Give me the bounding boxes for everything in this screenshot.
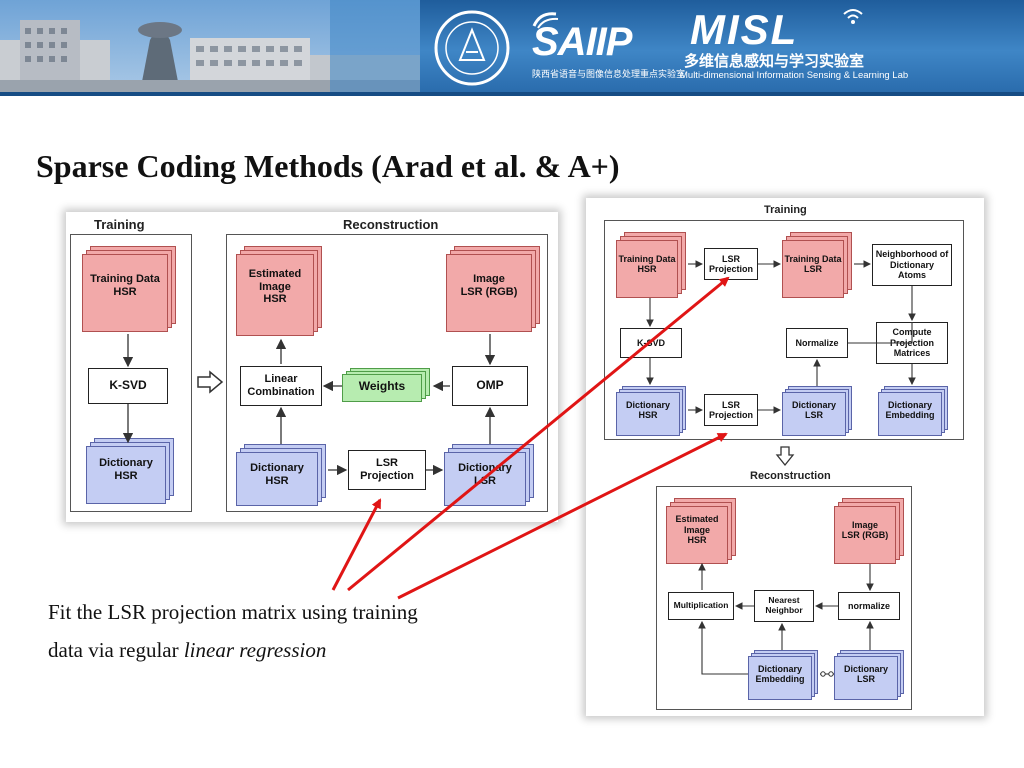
campus-photo <box>0 0 420 92</box>
annotation-line-2-prefix: data via regular <box>48 638 184 662</box>
training-data-lsr-doc: Training Data LSR <box>782 232 854 298</box>
image-lsr-right-doc: Image LSR (RGB) <box>834 498 906 564</box>
saiip-logo: SAIIP <box>532 20 632 64</box>
weights-doc: Weights <box>342 368 432 402</box>
misl-logo: MISL <box>690 6 799 53</box>
header-divider <box>0 92 1024 96</box>
dictionary-embedding-label: Dictionary Embedding <box>885 399 935 420</box>
dictionary-hsr-right-doc: Dictionary HSR <box>616 386 688 436</box>
training-to-reconstruction-arrow-icon <box>197 370 224 394</box>
reconstruction-label-right: Reconstruction <box>750 470 831 482</box>
normalize-lower-box: normalize <box>838 592 900 620</box>
annotation-line-1: Fit the LSR projection matrix using trai… <box>48 600 418 624</box>
weights-label: Weights <box>358 379 406 394</box>
multiplication-box: Multiplication <box>668 592 734 620</box>
estimated-image-right-doc: Estimated Image HSR <box>666 498 738 564</box>
dictionary-hsr-recon-doc: Dictionary HSR <box>236 444 328 506</box>
saiip-mark-icon <box>532 12 559 29</box>
neighborhood-box: Neighborhood of Dictionary Atoms <box>872 244 952 286</box>
estimated-image-right-label: Estimated Image HSR <box>675 514 719 546</box>
dictionary-lsr-lower-label: Dictionary LSR <box>843 663 888 684</box>
lsr-projection-bottom-box: LSR Projection <box>704 394 758 426</box>
header-banner: SAIIP 陕西省语音与图像信息处理重点实验室 MISL 多维信息感知与学习实验… <box>0 0 1024 92</box>
training-data-label: Training Data HSR <box>90 273 160 298</box>
lsr-projection-box: LSR Projection <box>348 450 426 490</box>
reconstruction-label: Reconstruction <box>343 217 439 232</box>
training-frame <box>70 234 192 512</box>
training-frame-right <box>604 220 964 440</box>
university-seal-icon <box>434 10 510 86</box>
image-lsr-label: Image LSR (RGB) <box>460 273 518 298</box>
dictionary-hsr-right-label: Dictionary HSR <box>625 399 670 420</box>
dictionary-hsr-recon-label: Dictionary HSR <box>250 462 304 487</box>
dictionary-lsr-doc: Dictionary LSR <box>444 444 536 506</box>
omp-box: OMP <box>452 366 528 406</box>
lsr-projection-top-box: LSR Projection <box>704 248 758 280</box>
annotation-line-2-emphasis: linear regression <box>183 638 327 662</box>
estimated-image-label: Estimated Image HSR <box>248 268 302 306</box>
arad-diagram: Training Reconstruction Training Data HS… <box>66 212 558 522</box>
slide-title: Sparse Coding Methods (Arad et al. & A+) <box>36 148 620 184</box>
dictionary-lsr-right-doc: Dictionary LSR <box>782 386 854 436</box>
dictionary-embedding-doc: Dictionary Embedding <box>878 386 950 436</box>
reconstruction-frame <box>226 234 548 512</box>
dictionary-hsr-doc: Dictionary HSR <box>86 438 176 504</box>
dictionary-embedding-lower-label: Dictionary Embedding <box>755 663 805 684</box>
dictionary-lsr-right-label: Dictionary LSR <box>791 399 836 420</box>
normalize-box: Normalize <box>786 328 848 358</box>
training-data-hsr-doc: Training Data HSR <box>616 232 688 298</box>
training-label-right: Training <box>764 204 807 216</box>
dictionary-lsr-lower-doc: Dictionary LSR <box>834 650 906 700</box>
reconstruction-frame-right <box>656 486 912 710</box>
saiip-caption: 陕西省语音与图像信息处理重点实验室 <box>532 69 686 79</box>
misl-caption-en: Multi-dimensional Information Sensing & … <box>680 70 909 81</box>
image-lsr-doc: Image LSR (RGB) <box>446 246 542 334</box>
arrow-to-left-lsr-projection <box>331 498 382 591</box>
nearest-neighbor-box: Nearest Neighbor <box>754 590 814 622</box>
training-to-reconstruction-down-arrow-icon <box>775 446 795 467</box>
dictionary-embedding-lower-doc: Dictionary Embedding <box>748 650 820 700</box>
training-data-lsr-label: Training Data LSR <box>784 253 842 274</box>
annotation-line-2: data via regular linear regression <box>48 638 326 663</box>
training-label: Training <box>94 217 145 232</box>
estimated-image-doc: Estimated Image HSR <box>236 246 324 338</box>
training-data-hsr-label: Training Data HSR <box>618 253 676 274</box>
aplus-diagram: Training Training Data HSR LSR Projectio… <box>586 198 984 716</box>
ksvd-box: K-SVD <box>88 368 168 404</box>
arrow-to-right-lsr-projection-top <box>347 276 730 592</box>
linear-combination-box: Linear Combination <box>240 366 322 406</box>
wifi-icon <box>843 9 863 24</box>
misl-caption-cn: 多维信息感知与学习实验室 <box>684 53 865 70</box>
arad-connectors <box>122 334 496 476</box>
aplus-connectors <box>646 260 916 677</box>
dictionary-hsr-label: Dictionary HSR <box>99 457 153 482</box>
arrow-to-right-lsr-projection-bottom <box>397 432 728 600</box>
image-lsr-right-label: Image LSR (RGB) <box>841 519 889 540</box>
training-data-doc: Training Data HSR <box>82 246 178 334</box>
